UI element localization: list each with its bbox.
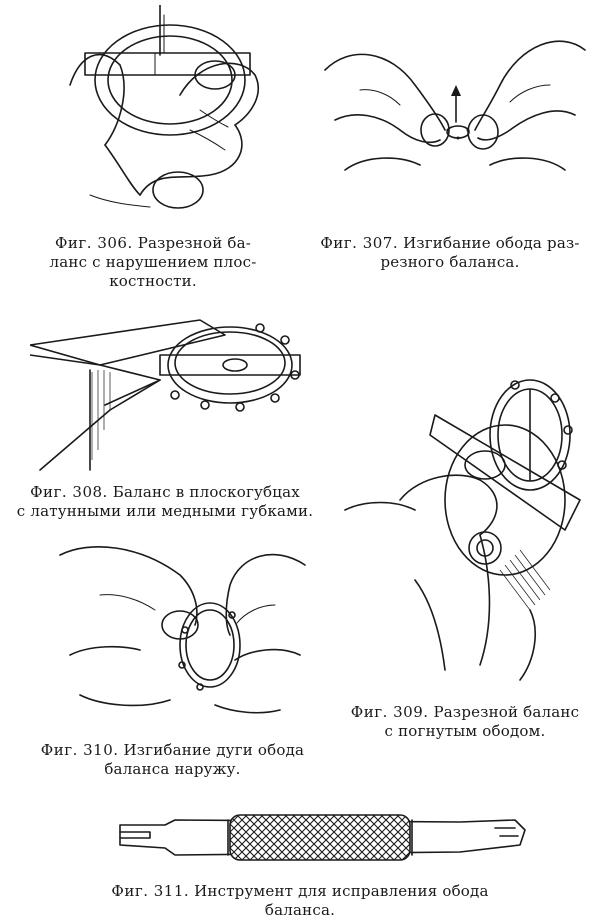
- figure-309-label: Фиг. 309.: [350, 703, 429, 721]
- figure-307-caption-line-1: Изгибание обода раз-: [403, 234, 580, 252]
- figure-310-caption: Фиг. 310. Изгибание дуги обода баланса н…: [25, 741, 320, 779]
- figure-306-caption: Фиг. 306. Разрезной ба- ланс с нарушение…: [28, 234, 278, 291]
- figure-308-illustration: [30, 310, 310, 485]
- figure-306-label: Фиг. 306.: [54, 234, 133, 252]
- figure-307-label: Фиг. 307.: [320, 234, 399, 252]
- figure-307-caption-line-2: резного баланса.: [380, 253, 520, 271]
- figure-306-illustration: [60, 5, 275, 220]
- figure-310-illustration: [40, 535, 310, 725]
- figure-311-caption: Фиг. 311. Инструмент для исправления обо…: [80, 882, 520, 920]
- figure-311-caption-line-2: баланса.: [264, 901, 336, 919]
- figure-311-illustration: [110, 800, 530, 875]
- figure-310-caption-line-1: Изгибание дуги обода: [123, 741, 305, 759]
- figure-308-caption-line-1: Баланс в плоскогубцах: [112, 483, 300, 501]
- figure-309-caption: Фиг. 309. Разрезной баланс с погнутым об…: [330, 703, 600, 741]
- figure-307-illustration: [320, 30, 590, 220]
- figure-308-caption: Фиг. 308. Баланс в плоскогубцах с латунн…: [10, 483, 320, 521]
- figure-309-caption-line-2: с погнутым ободом.: [384, 722, 546, 740]
- figure-307-caption: Фиг. 307. Изгибание обода раз- резного б…: [300, 234, 600, 272]
- figure-309-caption-line-1: Разрезной баланс: [433, 703, 580, 721]
- figure-308-caption-line-2: с латунными или медными губками.: [16, 502, 314, 520]
- figure-311-label: Фиг. 311.: [111, 882, 190, 900]
- figure-311-caption-line-1: Инструмент для исправления обода: [194, 882, 489, 900]
- figure-310-label: Фиг. 310.: [40, 741, 119, 759]
- figure-310-caption-line-2: баланса наружу.: [104, 760, 241, 778]
- figure-306-caption-line-1: Разрезной ба-: [137, 234, 252, 252]
- figure-308-label: Фиг. 308.: [30, 483, 108, 501]
- figure-309-illustration: [340, 370, 590, 690]
- figure-306-caption-line-2: ланс с нарушением плос-: [49, 253, 257, 271]
- figure-306-caption-line-3: костности.: [109, 272, 197, 290]
